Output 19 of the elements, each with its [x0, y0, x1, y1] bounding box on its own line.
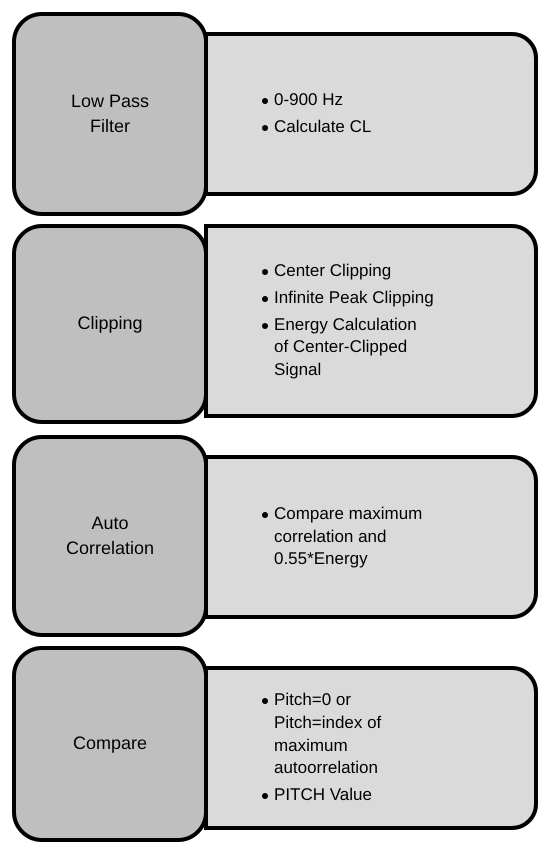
step-box — [12, 435, 208, 637]
bullet-item: PITCH Value — [274, 784, 373, 806]
step-label: Auto Correlation — [64, 512, 156, 560]
step-box — [12, 12, 208, 216]
bullet-item: Calculate CL — [274, 116, 372, 138]
bullet-item: Compare maximum correlation and 0.55*Energy — [274, 502, 424, 570]
detail-panel — [204, 32, 538, 196]
step-label: Clipping — [77, 312, 143, 336]
detail-panel — [204, 224, 538, 418]
step-label: Compare — [72, 732, 148, 756]
step-box — [12, 646, 208, 842]
detail-panel — [204, 455, 538, 619]
bullet-item: 0-900 Hz — [274, 89, 344, 112]
bullet-item: Center Clipping — [274, 260, 392, 282]
step-label: Low Pass Filter — [70, 90, 150, 138]
bullet-item: Infinite Peak Clipping — [274, 286, 434, 309]
bullet-item: Energy Calculation of Center-Clipped Signal — [274, 314, 418, 382]
detail-panel — [204, 666, 538, 830]
bullet-item: Pitch=0 or Pitch=index of maximum autoorrelation — [274, 688, 382, 780]
